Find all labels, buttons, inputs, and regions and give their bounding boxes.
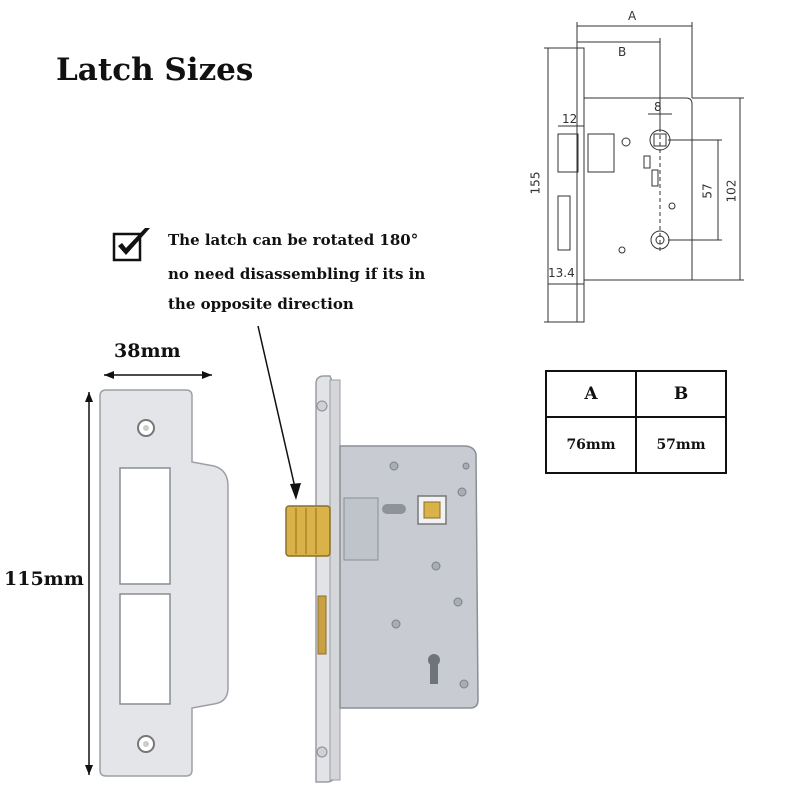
- note-line-3: the opposite direction: [168, 295, 354, 313]
- dim-label-57: 57: [700, 183, 715, 199]
- dim-label-155: 155: [528, 171, 543, 195]
- checkmark-box-icon: [112, 228, 150, 262]
- spec-table-header-row: A B: [545, 370, 727, 418]
- spec-table: A B 76mm 57mm: [545, 370, 727, 474]
- note-line-1: The latch can be rotated 180°: [168, 231, 419, 249]
- spec-table-value-row: 76mm 57mm: [545, 416, 727, 474]
- page-title: Latch Sizes: [56, 52, 254, 88]
- dim-label-8: 8: [654, 100, 662, 114]
- spec-header-a: A: [545, 370, 637, 418]
- dim-label-12: 12: [562, 112, 578, 126]
- spec-value-a: 76mm: [545, 416, 637, 474]
- dim-label-13-4: 13.4: [548, 266, 575, 280]
- note-line-2: no need disassembling if its in: [168, 265, 426, 283]
- spec-value-b: 57mm: [635, 416, 727, 474]
- dim-label-b: B: [618, 45, 627, 59]
- strike-width-label: 38mm: [114, 340, 181, 362]
- dim-label-a: A: [628, 9, 637, 23]
- strike-height-label: 115mm: [4, 568, 84, 590]
- spec-header-b: B: [635, 370, 727, 418]
- dim-label-102: 102: [724, 179, 739, 203]
